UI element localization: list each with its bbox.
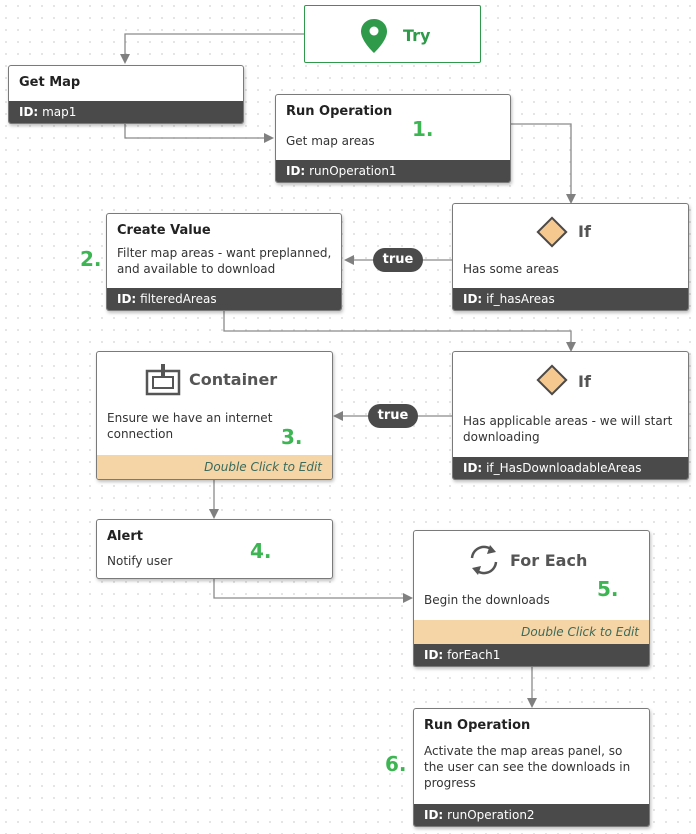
node-id-bar: ID: runOperation1 [276,160,510,182]
double-click-to-edit-bar[interactable]: Double Click to Edit [97,455,332,479]
node-title: If [578,372,591,391]
node-id: forEach1 [447,648,501,662]
step-number-5: 5. [597,577,619,601]
step-number-6: 6. [385,752,407,776]
node-title: Get Map [19,75,81,90]
condition-diamond-icon [536,216,568,248]
edge-try-to-getmap [120,33,305,64]
node-id-bar: ID: forEach1 [414,644,649,666]
node-title: If [578,222,591,241]
create-value-node[interactable]: Create Value Filter map areas - want pre… [106,213,342,311]
edge-alert-to-foreach [213,579,413,603]
node-description: Filter map areas - want preplanned, and … [117,246,332,276]
node-id-bar: ID: filteredAreas [107,288,341,310]
node-id-bar: ID: map1 [9,101,243,123]
node-title: Create Value [117,223,211,238]
node-id: if_HasDownloadableAreas [486,461,642,475]
container-node[interactable]: Container Ensure we have an internet con… [96,351,333,480]
get-map-node[interactable]: Get Map ID: map1 [8,65,244,124]
step-number-3: 3. [281,425,303,449]
node-description: Has some areas [463,262,559,276]
node-description: Ensure we have an internet connection [107,411,273,441]
container-icon [145,364,181,396]
if-has-downloadable-node[interactable]: If Has applicable areas - we will start … [452,351,689,480]
node-id: map1 [42,105,77,119]
node-id: runOperation1 [309,164,397,178]
edge-label-true: true [373,248,423,272]
node-description: Has applicable areas - we will start dow… [463,414,673,444]
condition-diamond-icon [536,364,568,396]
node-id-bar: ID: if_hasAreas [453,288,688,310]
map-pin-icon [361,19,387,53]
node-description: Notify user [107,554,173,568]
edge-getmap-to-runop1 [124,124,274,143]
node-id: if_hasAreas [486,292,555,306]
node-title: Run Operation [286,104,393,119]
node-title: For Each [510,551,588,570]
node-title: Run Operation [424,718,531,733]
try-label: Try [403,26,431,45]
node-id: filteredAreas [140,292,217,306]
for-each-node[interactable]: For Each Begin the downloads 5. Double C… [413,530,650,667]
run-operation-1-node[interactable]: Run Operation Get map areas 1. ID: runOp… [275,94,511,183]
node-description: Begin the downloads [424,593,550,607]
node-id: runOperation2 [447,808,535,822]
edge-runop1-to-if [510,123,576,204]
node-title: Alert [107,529,143,544]
loop-arrows-icon [470,545,498,575]
step-number-2: 2. [80,247,102,271]
node-title: Container [189,370,278,389]
step-number-1: 1. [412,117,434,141]
edge-createvalue-to-if2 [223,311,576,352]
alert-node[interactable]: Alert Notify user 4. [96,519,333,579]
node-id-bar: ID: if_HasDownloadableAreas [453,457,688,479]
node-id-bar: ID: runOperation2 [414,804,649,826]
double-click-to-edit-bar[interactable]: Double Click to Edit [414,620,649,644]
edge-label-true: true [368,404,418,428]
step-number-4: 4. [250,539,272,563]
node-description: Activate the map areas panel, so the use… [424,744,631,790]
if-has-areas-node[interactable]: If Has some areas ID: if_hasAreas [452,203,689,311]
try-node[interactable]: Try [304,5,481,63]
run-operation-2-node[interactable]: Run Operation Activate the map areas pan… [413,708,650,827]
node-description: Get map areas [286,134,375,148]
